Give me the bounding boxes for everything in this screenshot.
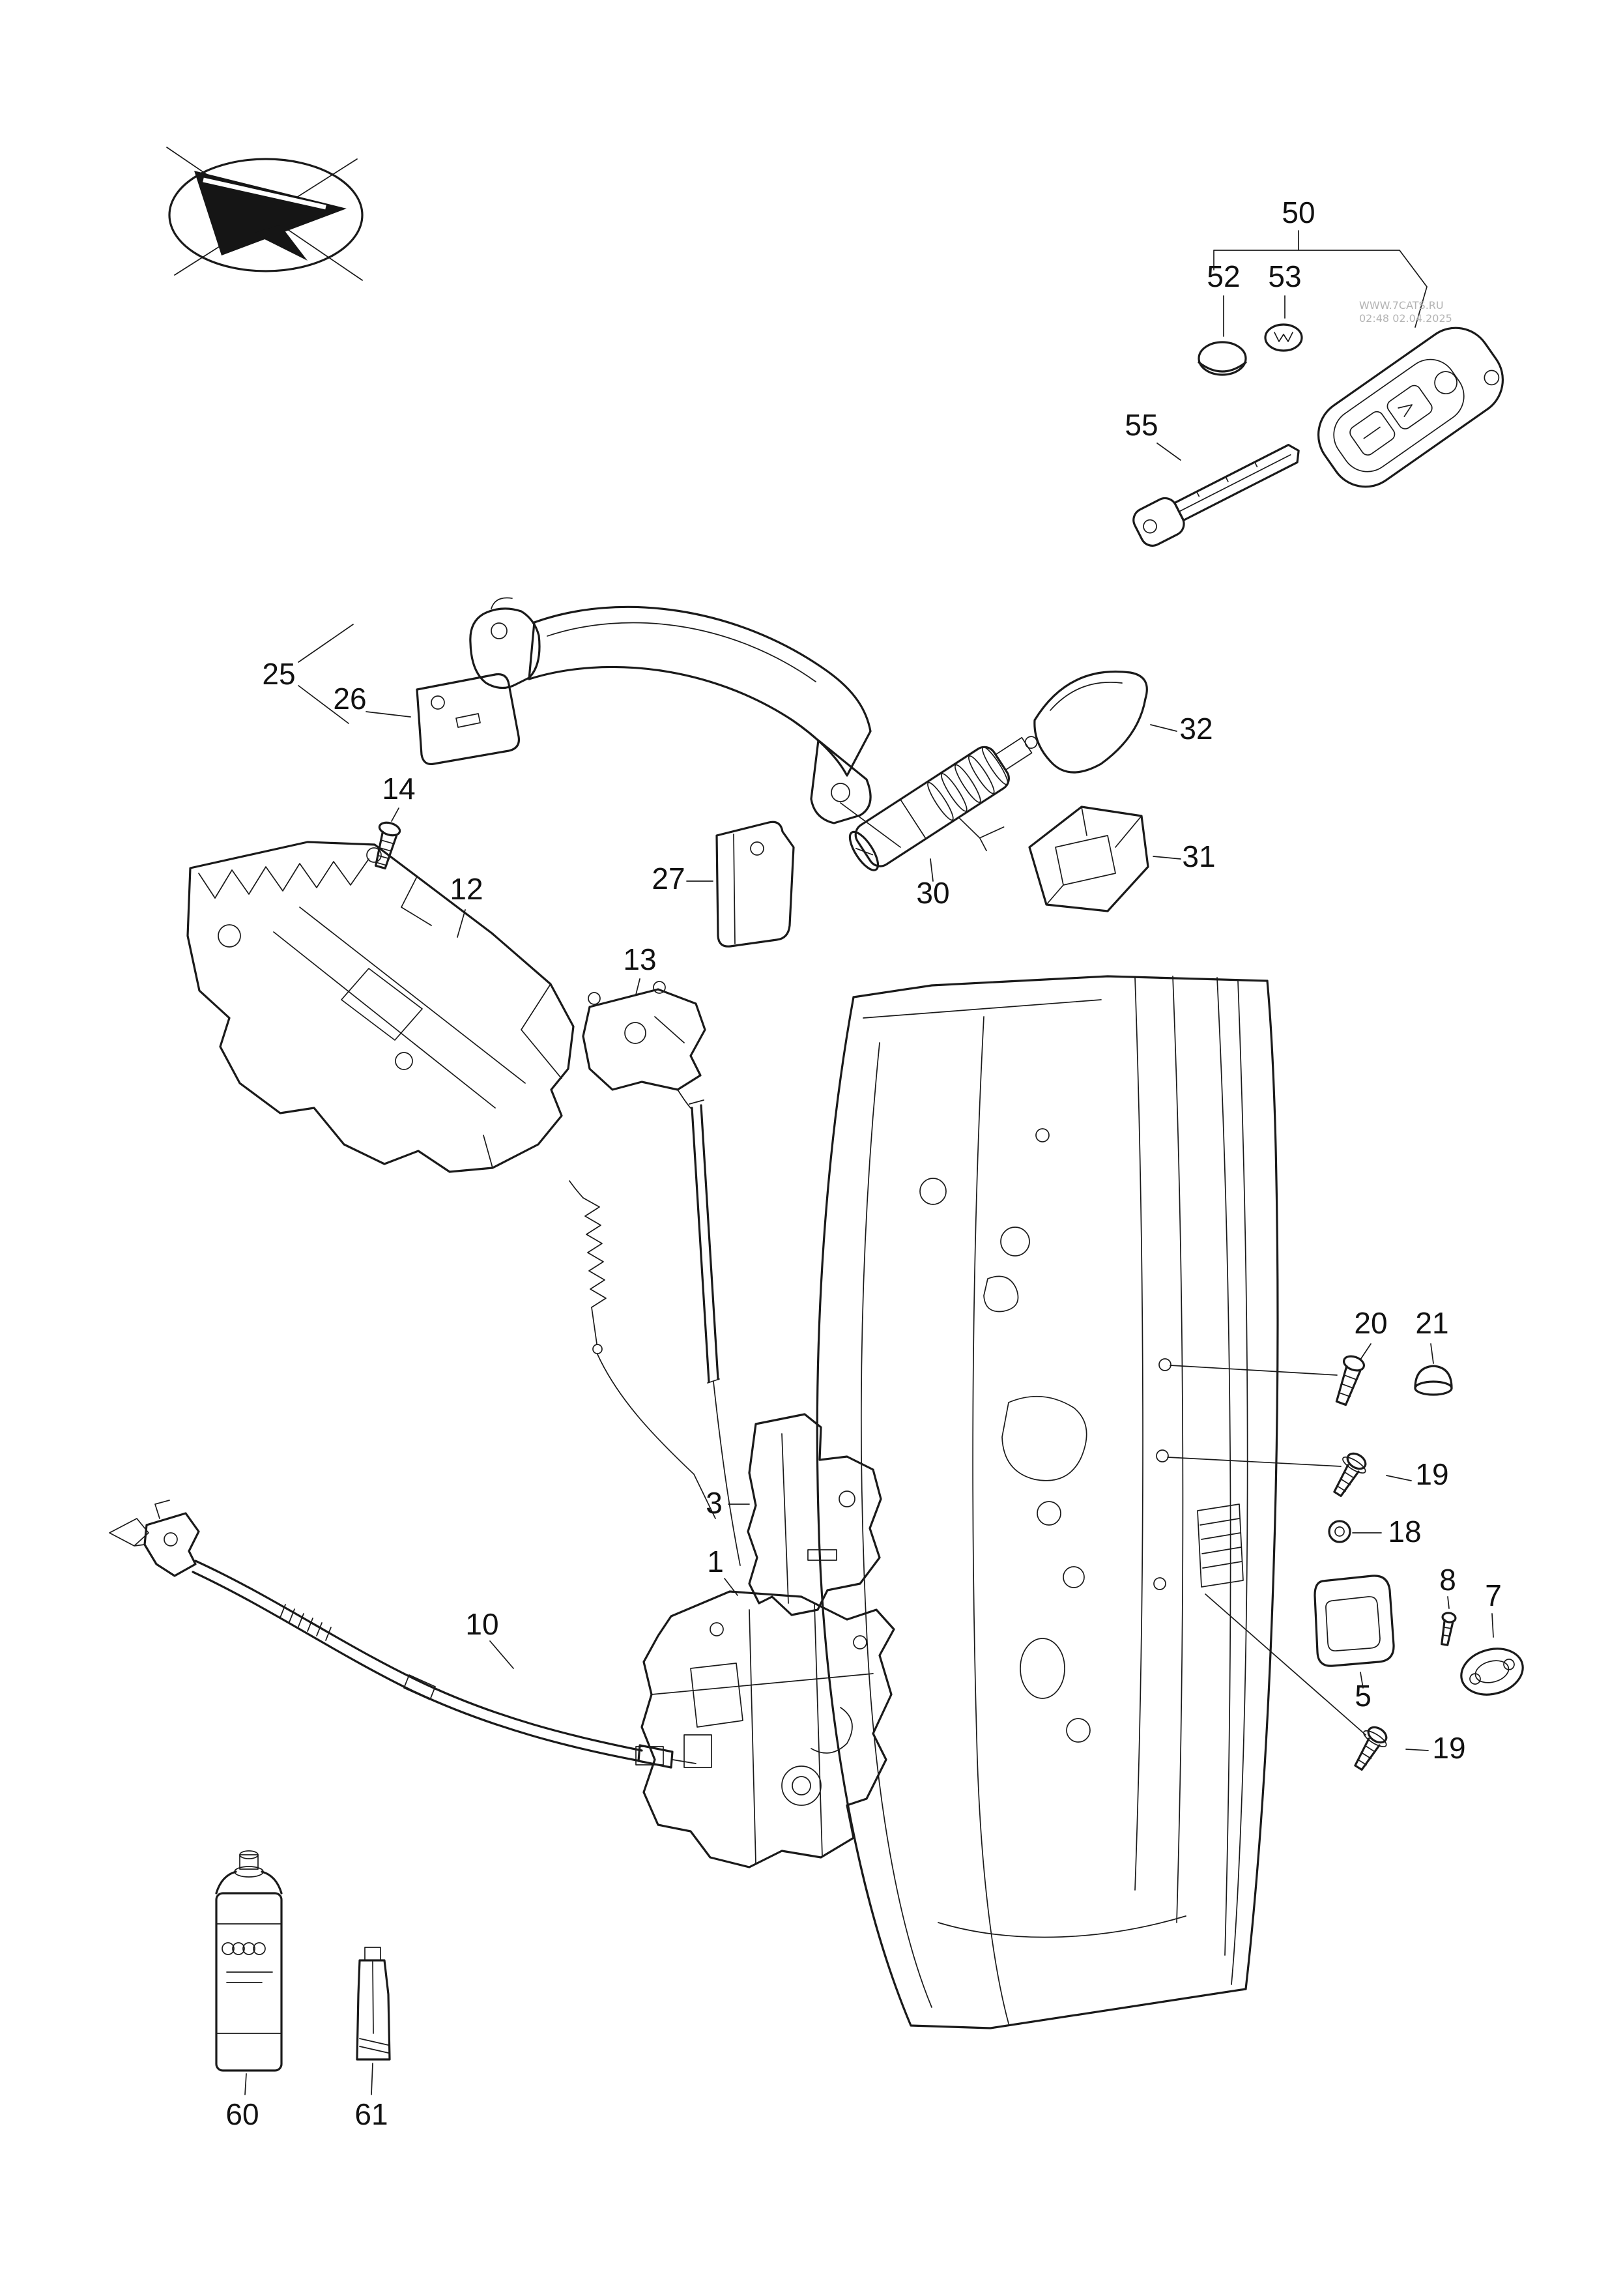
screw-19-lower [1354, 1726, 1388, 1771]
callout-7: 7 [1485, 1578, 1502, 1612]
key-emblem [1264, 323, 1303, 352]
callout-61: 61 [354, 2097, 388, 2131]
consumables: 60 61 [215, 1850, 391, 2131]
cylinder-gasket: 27 [652, 821, 795, 948]
handle-seal [416, 673, 521, 766]
callout-32: 32 [1179, 712, 1213, 746]
lock-carrier: 3 [706, 1413, 882, 1616]
key-battery [1198, 341, 1247, 376]
callout-14: 14 [382, 772, 415, 806]
callout-19a: 19 [1415, 1457, 1448, 1491]
callout-52: 52 [1207, 259, 1240, 293]
callout-13: 13 [623, 942, 656, 976]
remote-key-fob [1317, 327, 1504, 488]
callout-8: 8 [1439, 1563, 1456, 1597]
lock-spring [569, 1180, 716, 1519]
striker-plate-7 [1460, 1648, 1524, 1696]
release-bracket: 13 [569, 942, 741, 1566]
callout-55: 55 [1125, 408, 1158, 442]
door-handle [469, 597, 901, 848]
watermark-line2: 02:48 02.04.2025 [1359, 312, 1452, 325]
screw-19-upper [1333, 1452, 1367, 1498]
grease-tube [356, 1947, 391, 2061]
screw-8 [1441, 1612, 1457, 1646]
callout-60: 60 [225, 2097, 259, 2131]
callout-12: 12 [450, 872, 483, 906]
bowden-cable: 10 [109, 1500, 697, 1769]
striker-5 [1314, 1575, 1395, 1667]
rings-logo-icon [222, 1942, 266, 1955]
door-lock: 1 [635, 1545, 895, 1868]
grommet-18 [1328, 1520, 1351, 1543]
watermark-line1: WWW.7CATS.RU [1359, 299, 1444, 312]
screw-20 [1335, 1355, 1366, 1406]
handle-cap-upper: 32 [1033, 670, 1213, 774]
callout-25: 25 [262, 657, 295, 691]
spray-can [215, 1850, 283, 2072]
key-set: 50 52 53 55 [1125, 196, 1504, 547]
latch-opening [1197, 1504, 1244, 1588]
crossed-logo [166, 147, 364, 281]
callout-3: 3 [706, 1486, 723, 1520]
callout-27: 27 [652, 862, 685, 895]
lock-cylinder: 30 [848, 736, 1038, 910]
cap-21 [1414, 1365, 1453, 1396]
callout-1: 1 [707, 1545, 724, 1578]
lock-rod [677, 1089, 741, 1566]
callout-18: 18 [1388, 1515, 1421, 1548]
callout-50: 50 [1282, 196, 1315, 229]
handle-carrier: 12 [186, 841, 575, 1173]
callout-26: 26 [333, 682, 366, 716]
callout-53: 53 [1268, 259, 1301, 293]
paper-plane-icon [194, 171, 347, 255]
callout-5: 5 [1355, 1679, 1372, 1713]
handle-screw: 14 [375, 772, 416, 870]
callout-19b: 19 [1432, 1731, 1465, 1765]
door-handle-set: 25 26 [262, 597, 901, 848]
door-panel [816, 975, 1279, 2029]
fasteners: 20 21 19 18 5 [1167, 1306, 1524, 1771]
callout-20: 20 [1354, 1306, 1387, 1340]
callout-21: 21 [1415, 1306, 1448, 1340]
callout-31: 31 [1182, 839, 1215, 873]
key-blade [1132, 444, 1300, 547]
callout-10: 10 [465, 1607, 498, 1641]
handle-cap-lower: 31 [1028, 806, 1216, 912]
